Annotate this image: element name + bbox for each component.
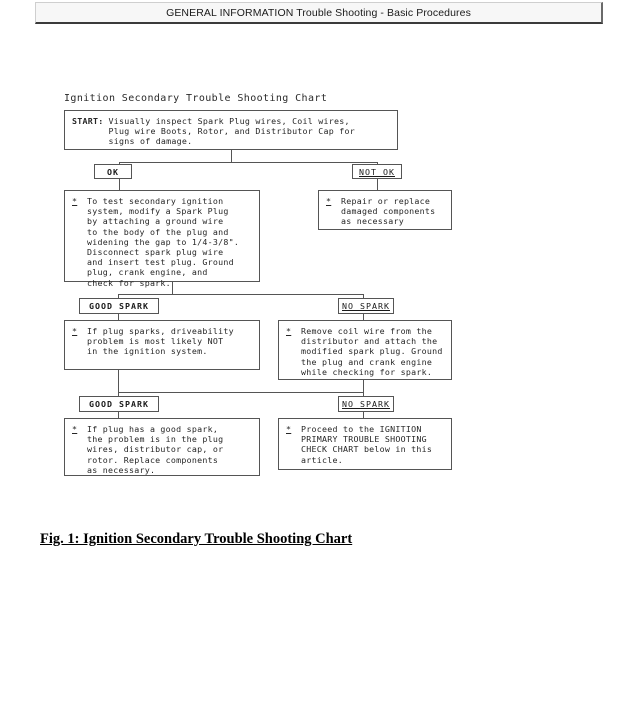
label-chip-not-ok-text: NOT OK: [359, 166, 395, 177]
connector-bar-3: [118, 392, 363, 393]
label-chip-not-ok: NOT OK: [352, 164, 402, 179]
level4-right-text: Proceed to the IGNITION PRIMARY TROUBLE …: [301, 424, 433, 465]
label-chip-ok: OK: [94, 164, 132, 179]
level2-left-text: To test secondary ignition system, modif…: [87, 196, 240, 288]
flowchart-box-level3-right: * Remove coil wire from the distributor …: [278, 320, 452, 380]
figure-caption: Fig. 1: Ignition Secondary Trouble Shoot…: [40, 531, 353, 547]
label-chip-no-spark-2-text: NO SPARK: [342, 399, 390, 409]
flowchart-start-box: START: Visually inspect Spark Plug wires…: [64, 110, 398, 150]
label-chip-no-spark-2: NO SPARK: [338, 396, 394, 412]
bullet-marker: *: [72, 196, 78, 206]
connector-stem-3-left: [118, 370, 119, 392]
flowchart-heading: Ignition Secondary Trouble Shooting Char…: [64, 93, 328, 104]
bullet-marker: *: [286, 424, 292, 434]
bullet-marker: *: [72, 326, 78, 336]
label-chip-no-spark-1-text: NO SPARK: [342, 301, 390, 311]
flowchart-box-level4-left: * If plug has a good spark, the problem …: [64, 418, 260, 476]
connector-bar-1: [119, 162, 378, 163]
bullet-marker: *: [72, 424, 78, 434]
level2-right-text: Repair or replace damaged components as …: [341, 196, 436, 227]
bullet-marker: *: [286, 326, 292, 336]
label-chip-ok-text: OK: [107, 166, 119, 177]
label-chip-good-spark-2-text: GOOD SPARK: [89, 399, 149, 409]
level3-right-text: Remove coil wire from the distributor an…: [301, 326, 443, 377]
connector-stem-3-right: [363, 380, 364, 392]
start-label: START:: [72, 116, 104, 126]
page-header-bar: GENERAL INFORMATION Trouble Shooting - B…: [35, 2, 603, 24]
page-header-title: GENERAL INFORMATION Trouble Shooting - B…: [166, 6, 471, 19]
label-chip-good-spark-1: GOOD SPARK: [79, 298, 159, 314]
label-chip-no-spark-1: NO SPARK: [338, 298, 394, 314]
connector-stem-2: [172, 282, 173, 294]
flowchart-box-level4-right: * Proceed to the IGNITION PRIMARY TROUBL…: [278, 418, 452, 470]
connector-stem-1: [231, 150, 232, 162]
label-chip-good-spark-2: GOOD SPARK: [79, 396, 159, 412]
flowchart-box-level3-left: * If plug sparks, driveability problem i…: [64, 320, 260, 370]
level3-left-text: If plug sparks, driveability problem is …: [87, 326, 234, 357]
start-box-text: Visually inspect Spark Plug wires, Coil …: [108, 116, 356, 147]
bullet-marker: *: [326, 196, 332, 206]
level4-left-text: If plug has a good spark, the problem is…: [87, 424, 224, 475]
flowchart-box-level2-left: * To test secondary ignition system, mod…: [64, 190, 260, 288]
flowchart-box-level2-right: * Repair or replace damaged components a…: [318, 190, 452, 230]
connector-bar-2: [118, 294, 363, 295]
label-chip-good-spark-1-text: GOOD SPARK: [89, 301, 149, 311]
